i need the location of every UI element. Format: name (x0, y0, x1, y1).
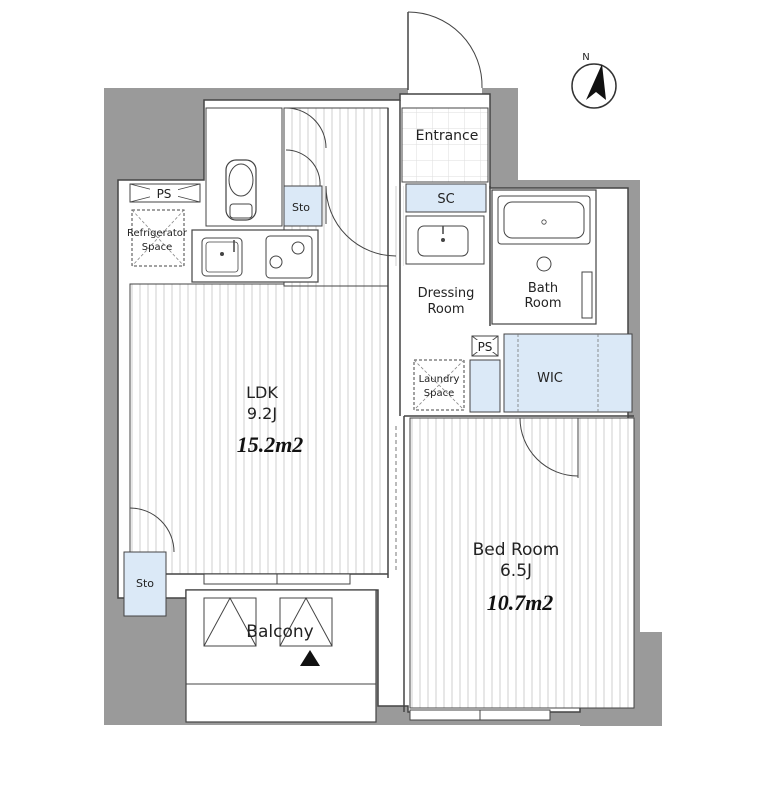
bedroom-jou: 6.5J (500, 561, 532, 581)
balcony-label: Balcony (246, 622, 313, 642)
sto-bottom-door[interactable] (129, 507, 175, 553)
ldk-name: LDK (246, 383, 278, 402)
wic-label: WIC (537, 371, 563, 386)
bath-room-label-1: Bath (528, 281, 558, 296)
sc-label: SC (437, 192, 454, 207)
laundry-label-1: Laundry (419, 374, 460, 385)
refrigerator-label-2: Space (142, 242, 172, 253)
bath-room-label-2: Room (524, 296, 561, 311)
toilet-door[interactable] (283, 107, 327, 150)
laundry-space (413, 359, 465, 411)
bedroom-area: 10.7m2 (487, 590, 554, 615)
ldk-door[interactable] (325, 185, 397, 257)
shower-icon (536, 256, 593, 319)
refrigerator-space (131, 209, 185, 267)
entrance-floor (401, 107, 489, 183)
ps-right-label: PS (478, 340, 493, 354)
dressing-room-label-2: Room (427, 302, 464, 317)
hall-floor (324, 186, 404, 266)
refrigerator-label-1: Refrigerator (127, 228, 188, 239)
compass-icon (571, 63, 617, 109)
sto-bottom-label: Sto (136, 577, 154, 590)
sto-top-label: Sto (292, 201, 310, 214)
ldk-jou: 9.2J (247, 404, 277, 423)
bedroom-door[interactable] (519, 417, 579, 478)
sto-top-storage (283, 185, 323, 227)
sto-bottom-storage (123, 551, 167, 617)
sto-top-door[interactable] (285, 149, 321, 187)
bedroom-floor (409, 417, 635, 709)
compass-north-label: N (582, 52, 589, 63)
washbasin (405, 215, 485, 265)
dressing-room-label-1: Dressing (418, 286, 475, 301)
exit-marker-icon (300, 650, 320, 666)
bedroom-name: Bed Room (473, 540, 560, 560)
balcony (185, 589, 377, 723)
bedroom-window (409, 709, 551, 721)
ps-right (471, 335, 499, 357)
ps-top-label: PS (157, 187, 172, 201)
ps-top (129, 183, 201, 203)
entrance-label: Entrance (416, 128, 479, 144)
ldk-window (203, 573, 351, 585)
ldk-floor (129, 283, 389, 575)
sc-storage (405, 183, 487, 213)
entrance-door[interactable] (407, 11, 483, 90)
ldk-area: 15.2m2 (237, 432, 304, 457)
toilet-icon (225, 159, 257, 221)
bathtub-icon (497, 195, 591, 245)
wic (469, 333, 633, 413)
laundry-label-2: Space (424, 388, 454, 399)
kitchen-counter (191, 229, 319, 283)
